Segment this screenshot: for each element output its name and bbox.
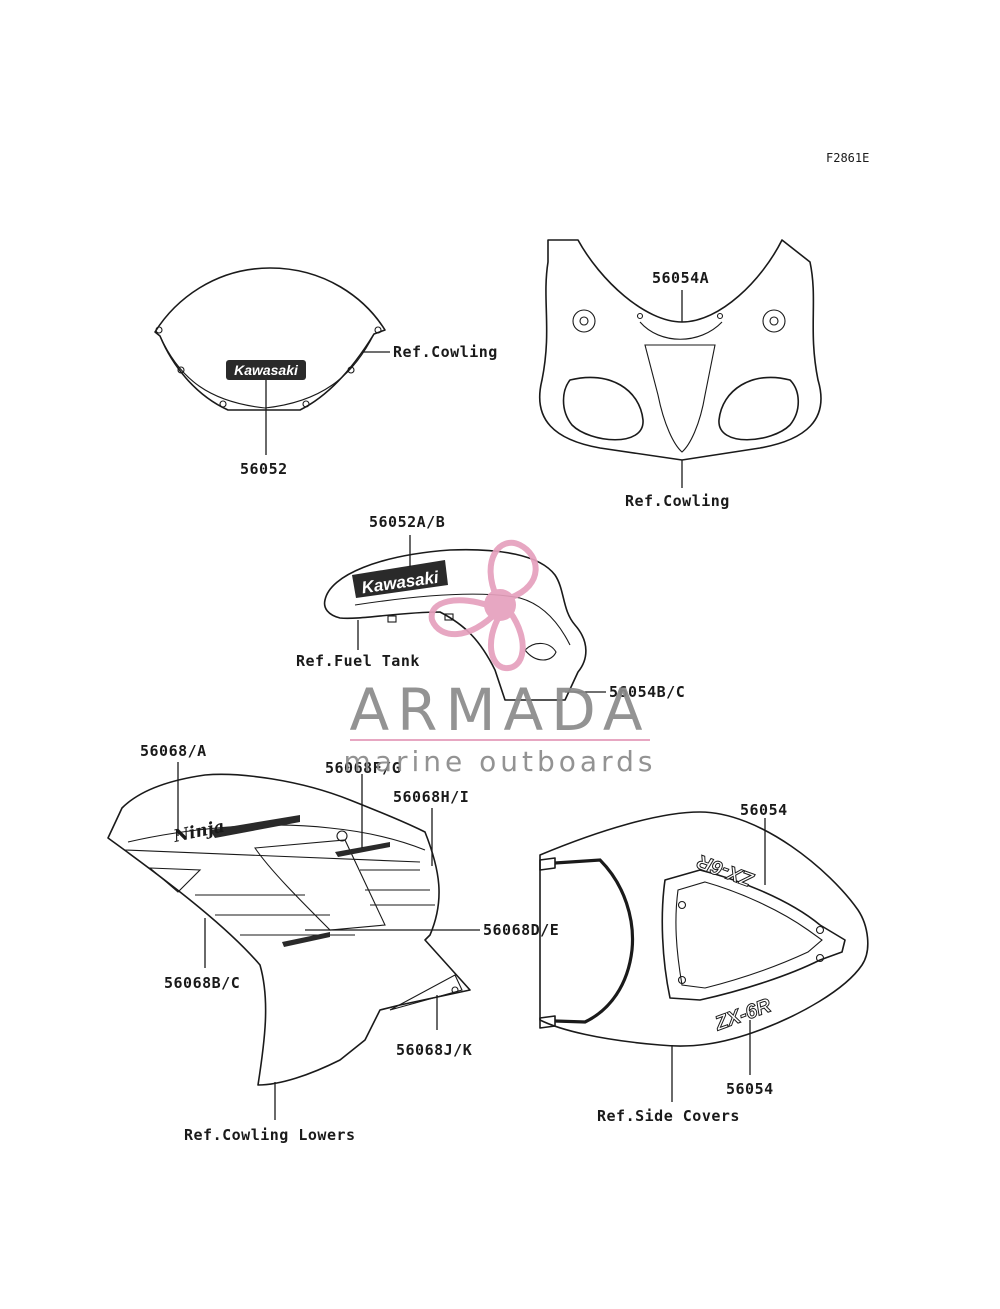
- label-56068hi: 56068H/I: [393, 788, 469, 806]
- label-56054-top: 56054: [740, 801, 788, 819]
- armada-watermark: ARMADA marine outboards: [344, 540, 657, 778]
- label-56068a: 56068/A: [140, 742, 207, 760]
- ninja-decal-text: Ninja: [171, 817, 227, 847]
- zx6r-upper-decal: ZX-6R: [694, 850, 757, 891]
- label-56068de: 56068D/E: [483, 921, 559, 939]
- zx6r-lower-decal: ZX-6R: [711, 995, 774, 1036]
- label-tank-ref: Ref.Fuel Tank: [296, 652, 420, 670]
- kawasaki-tank-decal: [352, 560, 448, 598]
- label-56068fg: 56068F/G: [325, 759, 401, 777]
- label-seat-ref: Ref.Side Covers: [597, 1107, 740, 1125]
- label-lower-ref: Ref.Cowling Lowers: [184, 1126, 356, 1144]
- label-56052ab: 56052A/B: [369, 513, 445, 531]
- label-upper-cowl-ref: Ref.Cowling: [625, 492, 730, 510]
- label-56068bc: 56068B/C: [164, 974, 240, 992]
- windshield: Kawasaki: [154, 267, 386, 411]
- figure-code: F2861E: [826, 151, 869, 165]
- label-windshield-ref: Ref.Cowling: [393, 343, 498, 361]
- label-56068jk: 56068J/K: [396, 1041, 472, 1059]
- propeller-logo: [428, 540, 539, 672]
- label-56052: 56052: [240, 460, 288, 478]
- label-56054bc: 56054B/C: [609, 683, 685, 701]
- label-56054a: 56054A: [652, 269, 709, 287]
- watermark-name: ARMADA: [349, 676, 650, 744]
- seat-cowl: ZX-6R ZX-6R: [539, 811, 869, 1047]
- label-56054-bottom: 56054: [726, 1080, 774, 1098]
- kawasaki-windshield-decal: [226, 360, 306, 380]
- upper-cowl: [538, 239, 822, 461]
- kawasaki-windshield-text: Kawasaki: [234, 362, 299, 378]
- watermark-tagline: marine outboards: [344, 745, 657, 778]
